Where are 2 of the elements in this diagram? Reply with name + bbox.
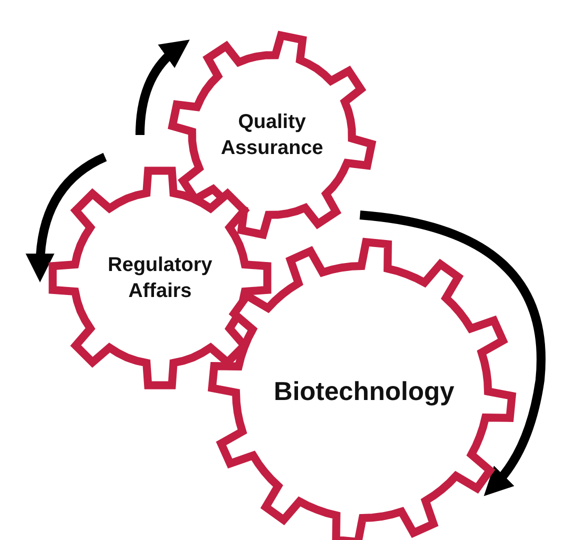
gear-label: Quality Assurance [220,110,324,161]
gear-label: Regulatory Affairs [106,253,214,304]
